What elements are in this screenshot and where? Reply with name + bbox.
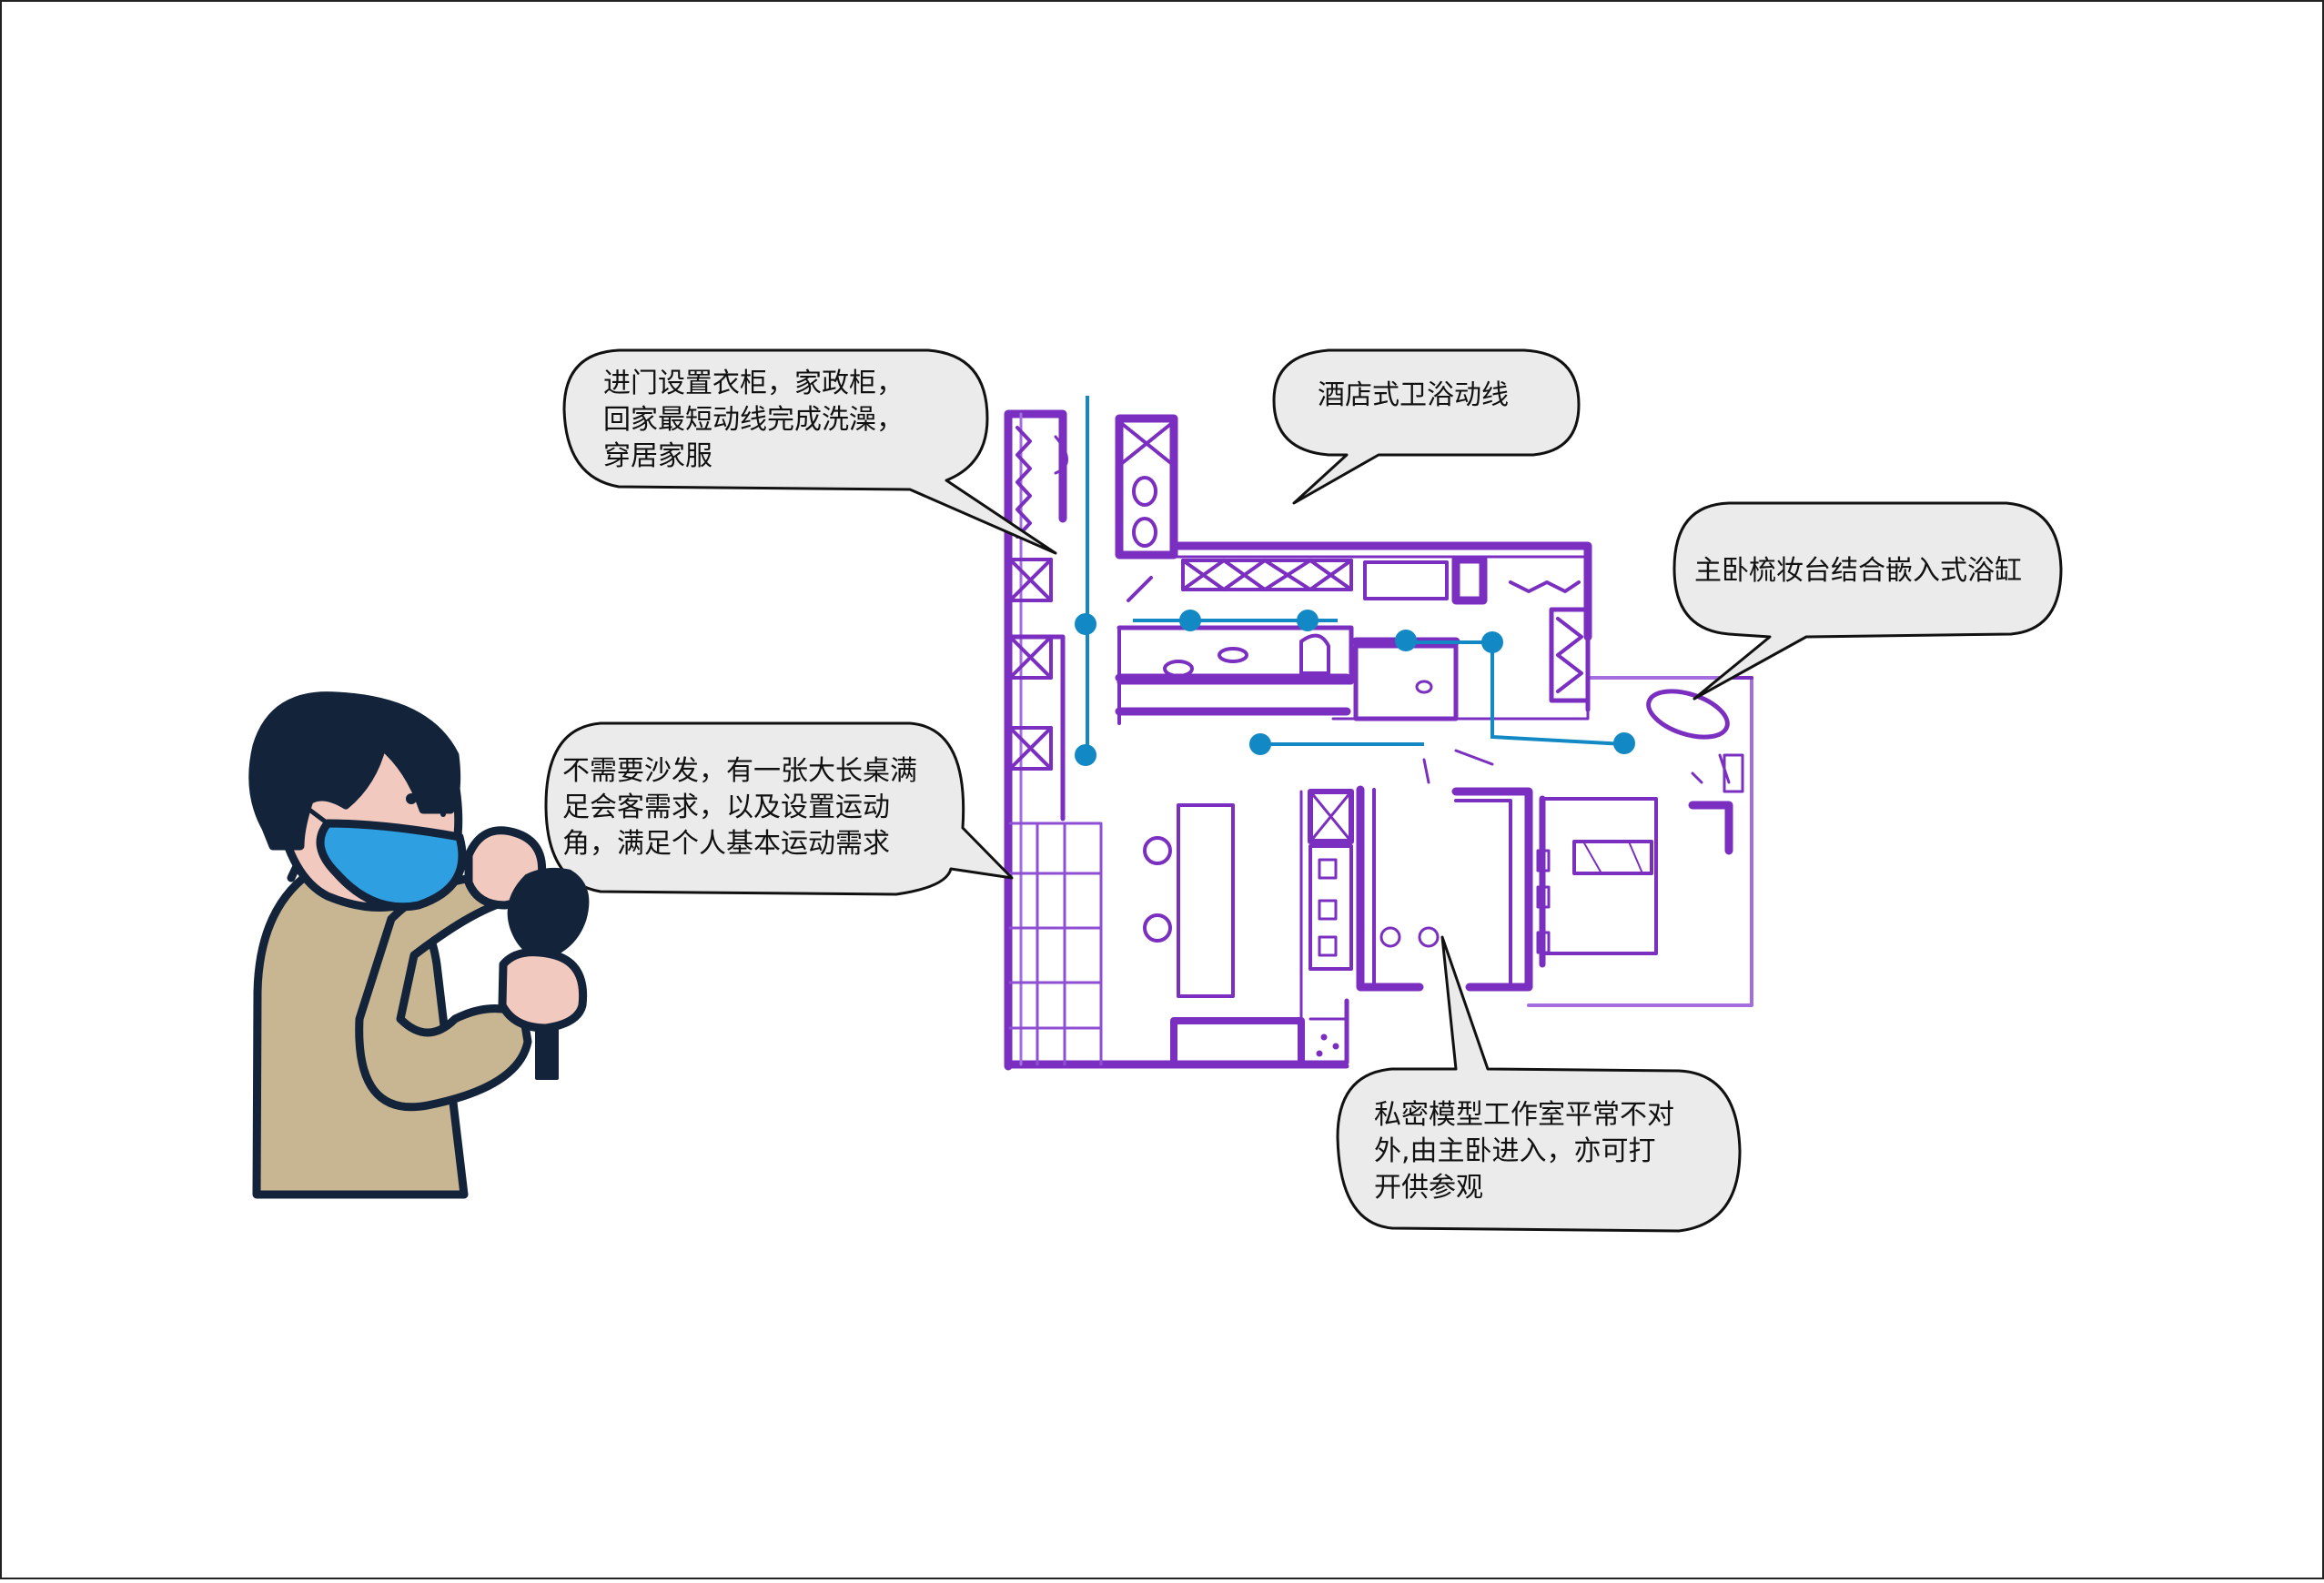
presenter-icon: [248, 691, 590, 1199]
bubble-studio-line-3: 开供参观: [1374, 1172, 1483, 1204]
speech-bubbles: [544, 348, 2063, 1233]
bubble-entry-line-3: 穿居家服: [603, 440, 712, 472]
presenter-lower-hand: [498, 948, 588, 1033]
presenter-mask: [316, 819, 467, 912]
microphone-icon: [507, 867, 590, 960]
bubble-studio-text: 私密模型工作室平常不对 外,由主卧进入，亦可打 开供参观: [1374, 1097, 1674, 1206]
bubble-studio-line-1: 私密模型工作室平常不对: [1374, 1099, 1674, 1131]
bubble-vanity: [1672, 501, 2063, 701]
bubble-entry: [562, 348, 1057, 555]
bathtub: [1646, 689, 1730, 740]
bubble-living: [544, 721, 1014, 896]
bubble-bath-line-1: 酒店式卫浴动线: [1318, 379, 1509, 411]
bubble-vanity-text: 主卧梳妆台结合嵌入式浴缸: [1694, 553, 2022, 590]
entry-door-arc: [1054, 435, 1068, 475]
cabinet-row: [1181, 559, 1353, 591]
bubble-living-line-2: 足会客需求，以及设置运动: [562, 792, 890, 823]
long-table: [1177, 803, 1235, 998]
circulation-flow-lines: [1075, 396, 1635, 766]
bubble-entry-line-1: 进门设置衣柜，家政柜，: [603, 368, 904, 399]
bedroom-wall-top: [1527, 676, 1753, 1007]
bubble-living-text: 不需要沙发，有一张大长桌满 足会客需求，以及设置运动 角，满足个人基本运动需求: [562, 753, 917, 862]
cabinet-top: [1115, 414, 1178, 560]
presenter-hair: [248, 691, 461, 851]
bubble-vanity-line-1: 主卧梳妆台结合嵌入式浴缸: [1694, 555, 2022, 587]
bubble-studio: [1336, 935, 1742, 1233]
bath-counter: [1117, 625, 1354, 685]
bubble-entry-line-2: 回家最短动线完成洗澡，: [603, 404, 904, 436]
wardrobe-hatch: [1015, 426, 1032, 539]
bubble-entry-text: 进门设置衣柜，家政柜， 回家最短动线完成洗澡， 穿居家服: [603, 366, 904, 475]
bubble-bath-text: 酒店式卫浴动线: [1318, 378, 1509, 414]
bubble-bath: [1272, 348, 1581, 505]
bubble-living-line-3: 角，满足个人基本运动需求: [562, 828, 890, 860]
exercise-corner-grid: [1008, 822, 1103, 1066]
bubble-living-line-1: 不需要沙发，有一张大长桌满: [562, 755, 917, 787]
studio-wall: [1451, 787, 1533, 992]
bubble-studio-line-2: 外,由主卧进入，亦可打: [1374, 1135, 1656, 1167]
